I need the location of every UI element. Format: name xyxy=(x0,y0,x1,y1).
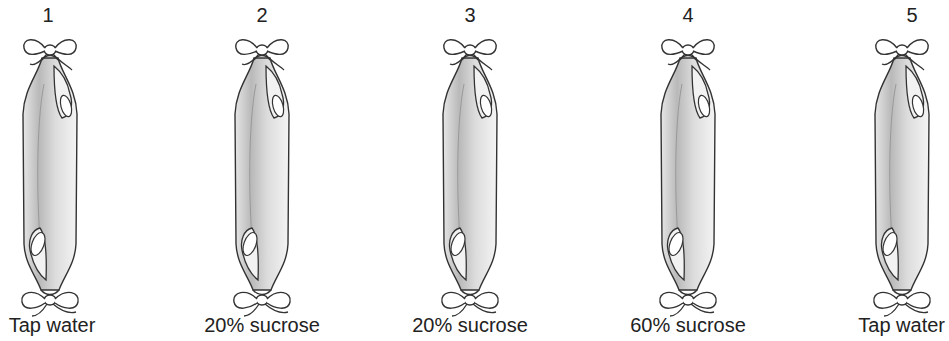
solution-label: Tap water xyxy=(858,314,945,336)
solution-label: 20% sucrose xyxy=(412,314,528,336)
solution-label: Tap water xyxy=(9,314,96,336)
step-number: 2 xyxy=(256,4,267,26)
step-number: 3 xyxy=(464,4,475,26)
solution-label: 60% sucrose xyxy=(630,314,746,336)
step-number: 1 xyxy=(42,4,53,26)
solution-label: 20% sucrose xyxy=(204,314,320,336)
step-number: 4 xyxy=(682,4,693,26)
step-number: 5 xyxy=(906,4,917,26)
